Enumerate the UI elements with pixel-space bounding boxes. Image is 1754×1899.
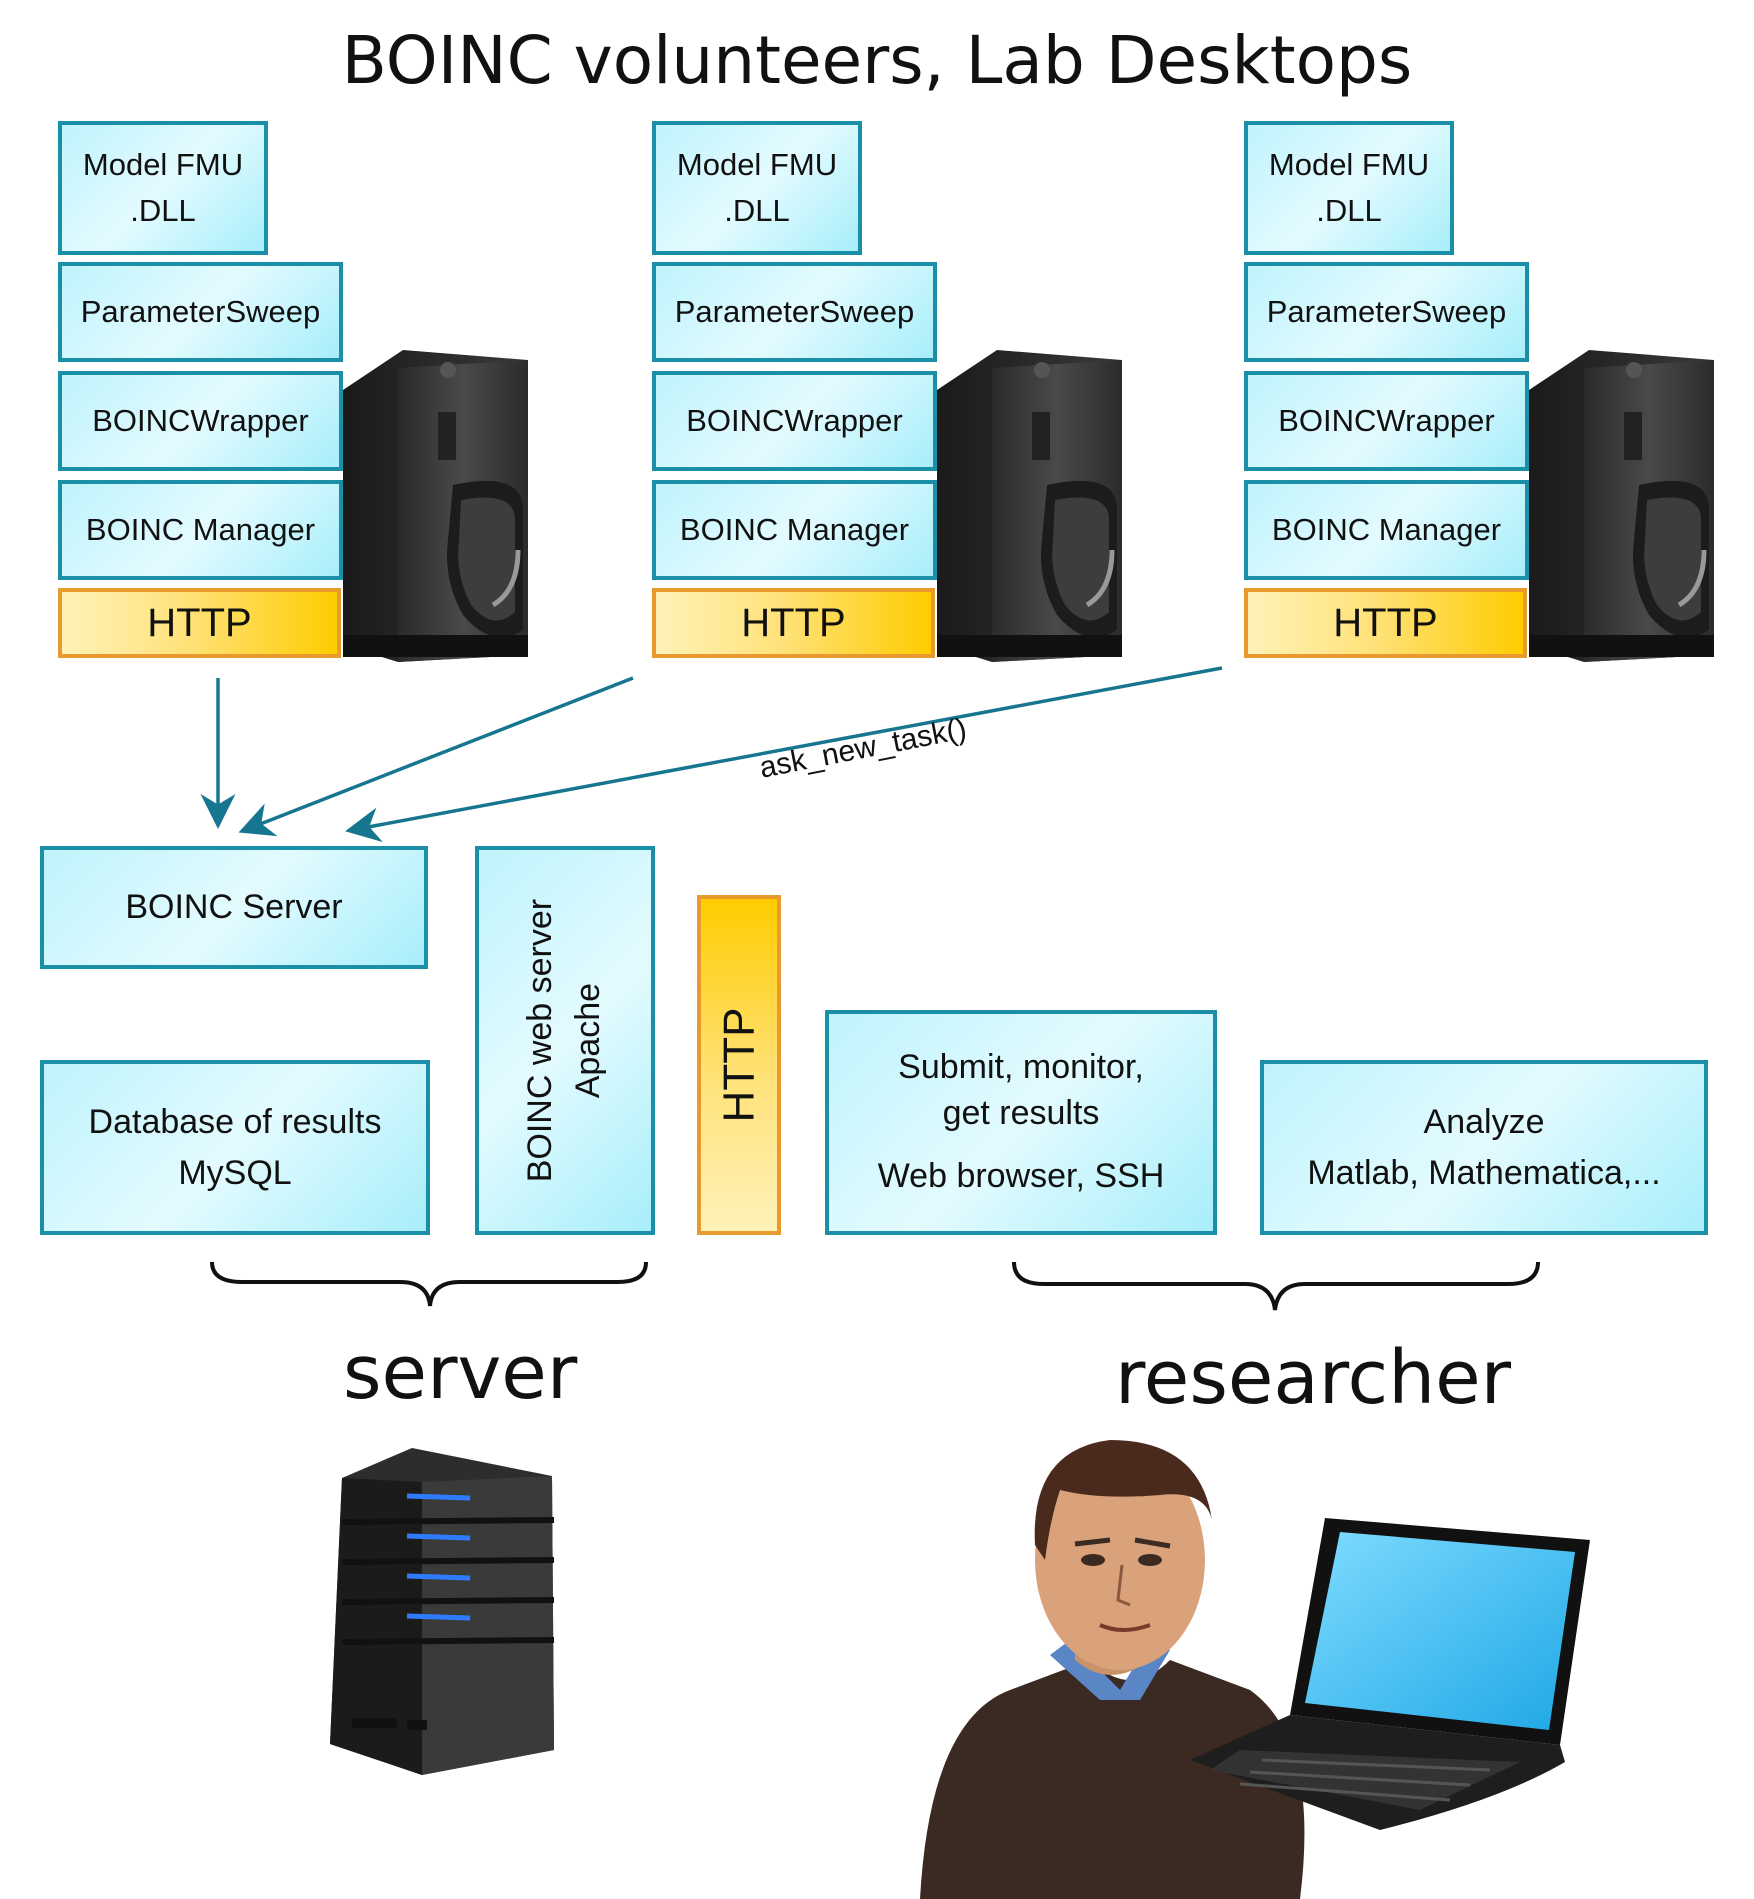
boinc-manager-box: BOINC Manager [58,480,343,580]
analyze-box: Analyze Matlab, Mathematica,... [1260,1060,1708,1235]
researcher-person-icon [920,1440,1305,1899]
boinc-web-server-box: BOINC web server Apache [475,846,655,1235]
diagram-title: BOINC volunteers, Lab Desktops [341,22,1413,99]
http-layer: HTTP [1244,588,1527,658]
parameter-sweep-box: ParameterSweep [58,262,343,362]
arrow-stack3-to-server [345,666,1223,843]
model-fmu-box: Model FMU .DLL [652,121,862,255]
arrow-stack2-to-server [238,676,634,837]
http-layer: HTTP [652,588,935,658]
model-fmu-box: Model FMU .DLL [1244,121,1454,255]
boinc-manager-box: BOINC Manager [652,480,937,580]
boinc-manager-box: BOINC Manager [1244,480,1529,580]
desktop-tower-icon [1529,350,1714,662]
boinc-wrapper-box: BOINCWrapper [58,371,343,471]
desktop-tower-icon [343,350,528,662]
server-brace [210,1261,648,1307]
researcher-label: researcher [1115,1335,1512,1421]
parameter-sweep-box: ParameterSweep [1244,262,1529,362]
rack-server-icon [330,1448,555,1775]
boinc-server-box: BOINC Server [40,846,428,969]
boinc-wrapper-box: BOINCWrapper [652,371,937,471]
parameter-sweep-box: ParameterSweep [652,262,937,362]
submit-monitor-box: Submit, monitor, get results Web browser… [825,1010,1217,1235]
http-vertical-layer: HTTP [697,895,781,1235]
desktop-tower-icon [937,350,1122,662]
laptop-icon [1190,1518,1590,1830]
database-box: Database of results MySQL [40,1060,430,1235]
boinc-wrapper-box: BOINCWrapper [1244,371,1529,471]
researcher-brace [1012,1261,1540,1311]
server-label: server [343,1330,578,1416]
http-layer: HTTP [58,588,341,658]
model-fmu-box: Model FMU .DLL [58,121,268,255]
